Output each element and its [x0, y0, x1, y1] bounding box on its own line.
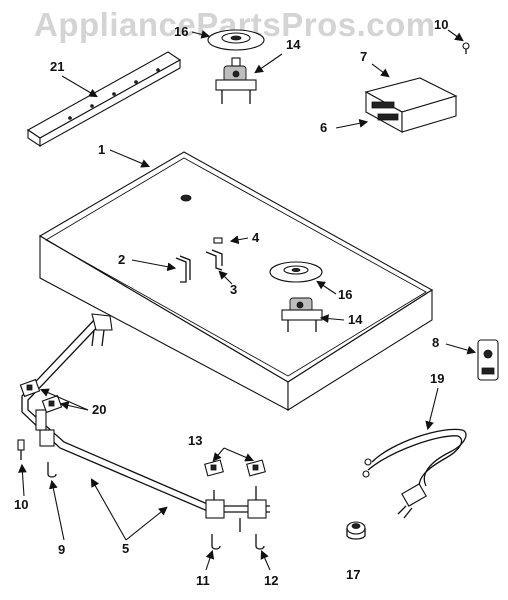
callout-17: 17	[346, 567, 361, 582]
part-14-burner-valve-top	[215, 57, 257, 104]
callout-3: 3	[230, 282, 238, 297]
part-7-ignition-module	[364, 77, 458, 133]
callout-16-top: 16	[174, 24, 189, 39]
callout-8: 8	[432, 335, 440, 350]
callout-20: 20	[92, 402, 107, 417]
part-10-screw-top	[462, 42, 470, 54]
callout-9: 9	[58, 542, 66, 557]
part-3-clip	[205, 249, 223, 271]
part-12-hook	[255, 534, 265, 550]
callout-2: 2	[118, 252, 126, 267]
part-20-clips	[19, 378, 63, 414]
part-13-clips	[204, 459, 266, 477]
part-17-nut	[346, 521, 366, 540]
callout-1: 1	[98, 142, 106, 157]
callout-16-mid: 16	[338, 287, 353, 302]
callout-5: 5	[122, 541, 130, 556]
callout-4: 4	[252, 230, 260, 245]
callout-19: 19	[430, 371, 445, 386]
callout-7: 7	[360, 49, 368, 64]
callout-14-top: 14	[286, 37, 301, 52]
callout-13: 13	[188, 433, 203, 448]
part-19-power-cord	[362, 428, 467, 519]
callout-12: 12	[264, 573, 279, 588]
callout-6: 6	[320, 120, 328, 135]
leader-lines	[18, 29, 477, 571]
part-9-hook	[47, 462, 57, 478]
part-4-clip	[213, 237, 223, 244]
callout-21: 21	[50, 59, 65, 74]
callout-14-mid: 14	[348, 312, 363, 327]
part-5-manifold-tube	[21, 313, 270, 532]
part-8-connector	[477, 339, 499, 381]
callout-10-left: 10	[14, 497, 29, 512]
part-10-spud-left	[17, 439, 25, 460]
part-1-burner-box	[38, 151, 434, 411]
part-21-bracket	[26, 51, 182, 148]
part-16-burner-cap-top	[207, 29, 265, 51]
callout-10-top: 10	[434, 17, 449, 32]
part-2-clip	[175, 255, 191, 283]
callout-11: 11	[196, 573, 210, 588]
part-11-hook	[211, 534, 221, 550]
part-16-burner-cap-mid	[269, 261, 323, 283]
